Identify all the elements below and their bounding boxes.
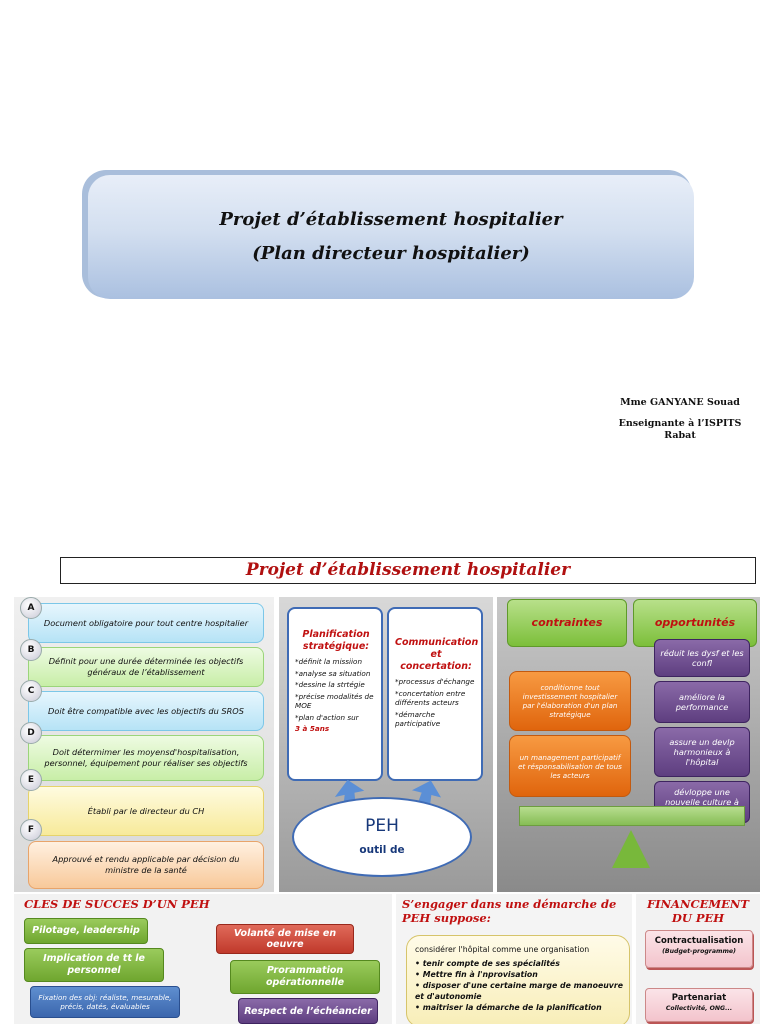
balance-beam bbox=[519, 806, 745, 826]
item-e: Établi par le directeur du CH bbox=[28, 786, 264, 836]
commitment-title: S’engager dans une démarche de PEH suppo… bbox=[402, 897, 617, 925]
constraints-header: contraintes bbox=[507, 599, 627, 647]
constraint-item: un management participatif et résponsabi… bbox=[509, 735, 631, 797]
financing-partnership-label: Partenariat bbox=[671, 993, 727, 1003]
planning-point: *analyse sa situation bbox=[295, 668, 371, 678]
success-keys-title: CLES DE SUCCES D’UN PEH bbox=[24, 897, 210, 911]
planning-heading: Planification stratégique: bbox=[302, 629, 370, 652]
peh-sublabel: outil de bbox=[359, 844, 405, 856]
key-programming: Prorammation opérationnelle bbox=[230, 960, 380, 994]
financing-contract-label: Contractualisation bbox=[654, 936, 744, 946]
commitment-lead: considérer l'hôpital comme une organisat… bbox=[415, 945, 590, 954]
financing-partnership: Partenariat Collectivité, ONG... bbox=[645, 988, 753, 1022]
planning-duration: 3 à 5ans bbox=[295, 724, 330, 733]
item-c: Doit être compatible avec les objectifs … bbox=[28, 691, 264, 731]
communication-point: *processus d'échange bbox=[395, 677, 475, 686]
opportunity-item: améliore la performance bbox=[654, 681, 750, 723]
constraint-item: conditionne tout investissement hospital… bbox=[509, 671, 631, 731]
planning-point: *dessine la strtégie bbox=[295, 680, 365, 689]
key-objectives: Fixation des obj: réaliste, mesurable, p… bbox=[30, 986, 180, 1018]
opportunity-item: réduit les dysf et les confl bbox=[654, 639, 750, 677]
letter-badge-e: E bbox=[20, 769, 42, 791]
key-will: Volanté de mise en oeuvre bbox=[216, 924, 354, 954]
key-staff-involvement: Implication de tt le personnel bbox=[24, 948, 164, 982]
item-a: Document obligatoire pour tout centre ho… bbox=[28, 603, 264, 643]
financing-contract-sub: (Budget-programme) bbox=[662, 948, 736, 955]
letter-badge-d: D bbox=[20, 722, 42, 744]
item-b: Définit pour une durée déterminée les ob… bbox=[28, 647, 264, 687]
item-d: Doit détermimer les moyensd'hospitalisat… bbox=[28, 735, 264, 781]
communication-point: *concertation entre différents acteurs bbox=[395, 688, 466, 708]
author-role-line2: Rabat bbox=[664, 430, 696, 441]
author-name: Mme GANYANE Souad bbox=[620, 397, 740, 408]
commitment-bullet: • tenir compte de ses spécialités bbox=[415, 959, 560, 968]
communication-box: Communication et concertation: *processu… bbox=[387, 607, 483, 781]
commitment-bullet: • Mettre fin à l'nprovisation bbox=[415, 970, 538, 979]
balance-fulcrum-icon bbox=[612, 830, 650, 868]
commitment-bullet: • disposer d'une certaine marge de manoe… bbox=[415, 981, 623, 1001]
planning-box: Planification stratégique: *définit la m… bbox=[287, 607, 383, 781]
letter-badge-c: C bbox=[20, 680, 42, 702]
commitment-box: considérer l'hôpital comme une organisat… bbox=[406, 935, 630, 1024]
cover-title-line1: Projet d’établissement hospitalier bbox=[219, 209, 563, 230]
peh-ellipse: PEH outil de bbox=[292, 797, 472, 877]
letter-badge-a: A bbox=[20, 597, 42, 619]
key-schedule: Respect de l’échéancier bbox=[238, 998, 378, 1024]
commitment-bullet: • maitriser la démarche de la planificat… bbox=[415, 1003, 602, 1012]
planning-point: *précise modalités de MOE bbox=[295, 691, 374, 711]
letter-badge-f: F bbox=[20, 819, 42, 841]
author-role-line1: Enseignante à l’ISPITS bbox=[618, 418, 742, 429]
communication-heading: Communication et concertation: bbox=[395, 637, 479, 672]
financing-partnership-sub: Collectivité, ONG... bbox=[665, 1005, 733, 1012]
financing-contract: Contractualisation (Budget-programme) bbox=[645, 930, 753, 968]
financing-title: FINANCEMENT DU PEH bbox=[647, 897, 749, 925]
planning-point: *plan d'action sur bbox=[295, 712, 359, 722]
letter-badge-b: B bbox=[20, 639, 42, 661]
title-banner: Projet d’établissement hospitalier (Plan… bbox=[88, 175, 694, 299]
opportunity-item: assure un devlp harmonieux à l'hôpital bbox=[654, 727, 750, 777]
slide-title: Projet d’établissement hospitalier bbox=[60, 557, 756, 584]
key-leadership: Pilotage, leadership bbox=[24, 918, 148, 944]
planning-point: *définit la missiion bbox=[295, 657, 362, 666]
author-role: Enseignante à l’ISPITS Rabat bbox=[618, 418, 742, 442]
peh-label: PEH bbox=[365, 816, 399, 836]
cover-title-line2: (Plan directeur hospitalier) bbox=[252, 243, 530, 264]
communication-point: *démarche participative bbox=[395, 709, 441, 729]
item-f: Approuvé et rendu applicable par décisio… bbox=[28, 841, 264, 889]
